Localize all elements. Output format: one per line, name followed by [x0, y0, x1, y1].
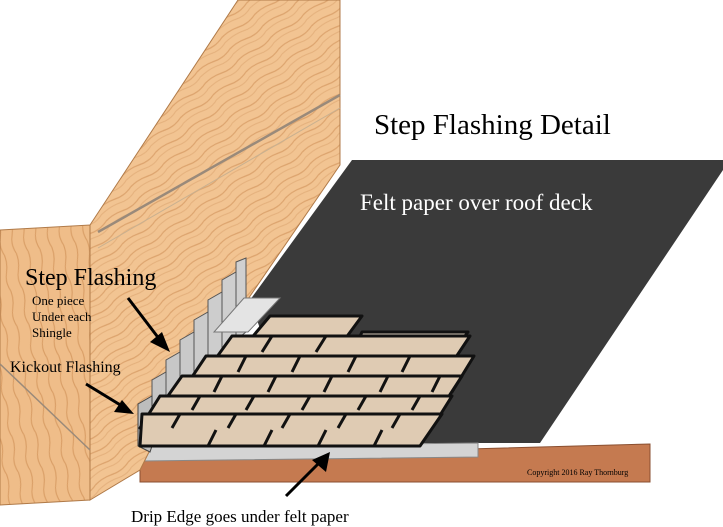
shingle-keyways [170, 335, 442, 447]
diagram-title: Step Flashing Detail [374, 109, 611, 141]
copyright-text: Copyright 2016 Ray Thornburg [527, 468, 628, 477]
kickout-arrowhead [114, 400, 134, 414]
siding-seam [97, 93, 341, 234]
step-flashing-arrow [126, 297, 162, 341]
step-flashing-note-1: One piece [32, 293, 85, 308]
arrows [85, 297, 330, 498]
fascia-board [139, 443, 651, 483]
sidewall-face [89, 0, 341, 501]
wall-end-face [0, 224, 91, 506]
felt-paper-label: Felt paper over roof deck [360, 190, 593, 215]
drip-edge-arrow [284, 462, 320, 498]
wall-end-seam [0, 363, 91, 451]
shingle-courses [138, 314, 476, 448]
step-flashing-label: Step Flashing [25, 265, 156, 291]
step-flashing-note-2: Under each [32, 309, 92, 324]
step-flashing-note-3: Shingle [32, 325, 72, 340]
drip-edge-arrowhead [312, 452, 330, 472]
siding-seam [97, 107, 341, 249]
kickout-arrow [85, 382, 123, 408]
step-flashing-arrowhead [150, 332, 170, 352]
kickout-flashing-label: Kickout Flashing [10, 359, 121, 376]
drip-edge-label: Drip Edge goes under felt paper [131, 507, 349, 526]
